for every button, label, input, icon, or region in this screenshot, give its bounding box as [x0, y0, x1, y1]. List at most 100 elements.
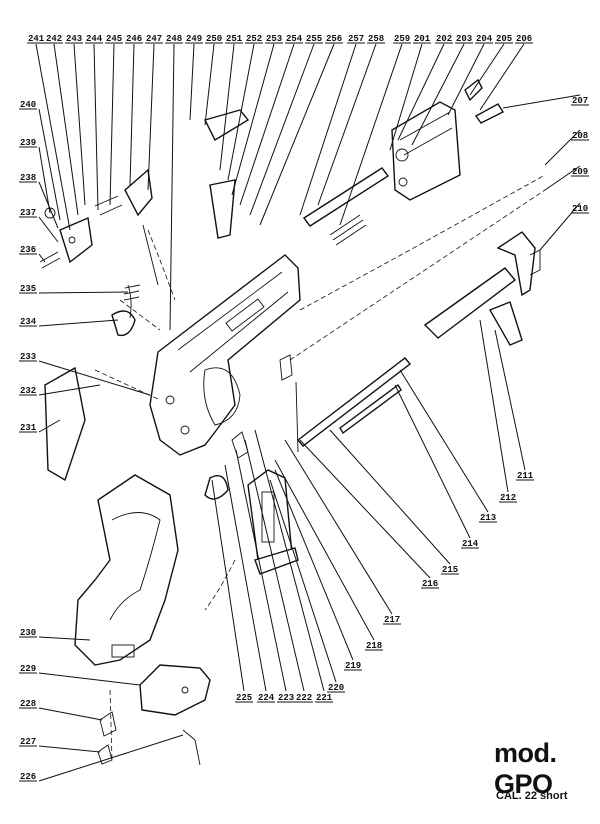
part-label-231: 231	[20, 423, 37, 433]
frame	[149, 254, 301, 456]
part-label-257: 257	[348, 34, 364, 44]
part-label-206: 206	[516, 34, 532, 44]
part-label-243: 243	[66, 34, 82, 44]
leader-line	[38, 734, 184, 782]
leader-line	[397, 43, 445, 141]
leader-line	[399, 369, 489, 513]
leader-line	[38, 384, 101, 396]
leader-line	[129, 43, 135, 186]
leader-line	[269, 479, 337, 683]
part-label-249: 249	[186, 34, 202, 44]
part-label-208: 208	[572, 131, 588, 141]
part-label-253: 253	[266, 34, 282, 44]
part-label-211: 211	[517, 471, 534, 481]
leader-line	[211, 479, 245, 692]
leader-line	[38, 360, 151, 396]
barrel	[423, 231, 541, 339]
part-label-244: 244	[86, 34, 103, 44]
leader-line	[38, 216, 59, 243]
part-labels-right: 2072082092102112122132142152162172182192…	[269, 94, 589, 693]
part-label-229: 229	[20, 664, 36, 674]
leader-line	[469, 43, 505, 96]
caliber-subtitle: CAL. 22 short	[496, 790, 568, 802]
part-label-227: 227	[20, 737, 36, 747]
part-label-248: 248	[166, 34, 182, 44]
part-label-228: 228	[20, 699, 36, 709]
leader-line	[38, 419, 61, 433]
part-label-216: 216	[422, 579, 438, 589]
part-label-212: 212	[500, 493, 516, 503]
leader-line	[227, 43, 255, 181]
leader-line	[38, 181, 59, 229]
leader-line	[389, 43, 423, 151]
leader-line	[544, 129, 581, 166]
part-label-218: 218	[366, 641, 382, 651]
leader-line	[329, 429, 451, 565]
part-label-232: 232	[20, 386, 36, 396]
part-label-213: 213	[480, 513, 496, 523]
leader-line	[259, 43, 335, 226]
part-label-220: 220	[328, 683, 344, 693]
part-label-252: 252	[246, 34, 262, 44]
part-label-225: 225	[236, 693, 252, 703]
leader-line	[38, 146, 51, 214]
part-label-234: 234	[20, 317, 37, 327]
part-label-214: 214	[462, 539, 479, 549]
part-label-219: 219	[345, 661, 361, 671]
part-label-245: 245	[106, 34, 122, 44]
leader-line	[38, 291, 129, 294]
part-label-207: 207	[572, 96, 588, 106]
part-label-224: 224	[258, 693, 275, 703]
leader-line	[38, 319, 119, 327]
slide	[391, 101, 461, 201]
leader-line	[38, 108, 61, 221]
leader-line	[394, 384, 471, 539]
leader-line	[244, 439, 305, 692]
model-title: mod. GPO	[494, 738, 557, 799]
leader-line	[299, 43, 357, 216]
leader-line	[274, 459, 375, 641]
leader-line	[494, 329, 526, 471]
part-label-202: 202	[436, 34, 452, 44]
part-label-241: 241	[28, 34, 45, 44]
leader-line	[544, 165, 581, 191]
part-label-205: 205	[496, 34, 512, 44]
part-label-250: 250	[206, 34, 222, 44]
part-label-221: 221	[316, 693, 333, 703]
part-label-235: 235	[20, 284, 36, 294]
leader-line	[93, 43, 99, 211]
leader-line	[235, 449, 287, 692]
leader-line	[35, 43, 71, 231]
part-label-233: 233	[20, 352, 36, 362]
leader-line	[38, 253, 46, 263]
leader-line	[274, 469, 354, 661]
assembly-lines	[94, 174, 546, 761]
leader-line	[219, 43, 235, 171]
part-label-242: 242	[46, 34, 62, 44]
leader-line	[254, 429, 325, 692]
leader-line	[411, 43, 465, 146]
leader-line	[284, 439, 393, 615]
leader-line	[189, 43, 195, 121]
leader-line	[73, 43, 86, 206]
part-labels-left: 2402392382372362352342332322312302292282…	[19, 100, 184, 782]
leader-line	[204, 43, 215, 126]
leader-line	[169, 43, 175, 331]
part-label-204: 204	[476, 34, 493, 44]
part-label-255: 255	[306, 34, 322, 44]
part-label-217: 217	[384, 615, 400, 625]
part-label-237: 237	[20, 208, 36, 218]
leader-line	[38, 745, 101, 753]
part-label-256: 256	[326, 34, 342, 44]
part-label-215: 215	[442, 565, 458, 575]
part-label-223: 223	[278, 693, 294, 703]
leader-line	[299, 439, 431, 579]
leader-line	[339, 43, 403, 226]
grip	[74, 474, 179, 666]
leader-line	[479, 43, 525, 111]
leader-line	[479, 319, 509, 493]
